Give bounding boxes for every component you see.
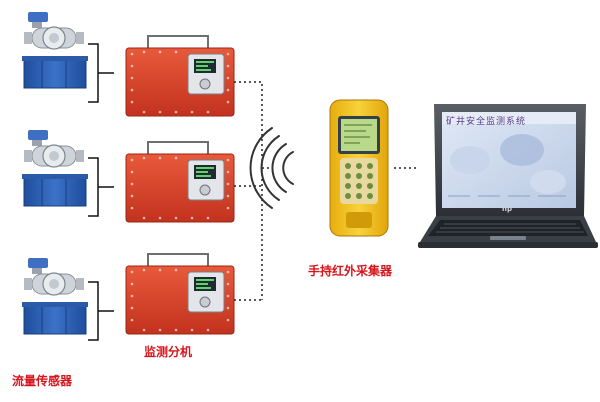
dotted-bus: [234, 81, 272, 301]
connector-bracket-2: [87, 157, 115, 217]
laptop-screen-title: 矿井安全监测系统: [446, 117, 527, 127]
flow-sensor-1: [21, 11, 89, 89]
connector-bracket-3: [87, 281, 115, 341]
laptop-computer: [418, 104, 598, 248]
wireless-signal-icon: [249, 127, 294, 209]
monitor-unit-2: [125, 141, 235, 223]
monitor-unit-1: [125, 35, 235, 117]
ir-collector-device: [329, 99, 389, 237]
flow-sensor-3: [21, 257, 89, 335]
ir-collector-label: 手持红外采集器: [308, 264, 393, 278]
monitor-unit-label: 监测分机: [144, 345, 193, 359]
laptop-brand-logo: hp: [502, 205, 512, 213]
flow-sensor-2: [21, 129, 89, 207]
flow-sensor-label: 流量传感器: [12, 374, 73, 388]
monitor-unit-3: [125, 253, 235, 335]
connector-bracket-1: [87, 43, 115, 103]
